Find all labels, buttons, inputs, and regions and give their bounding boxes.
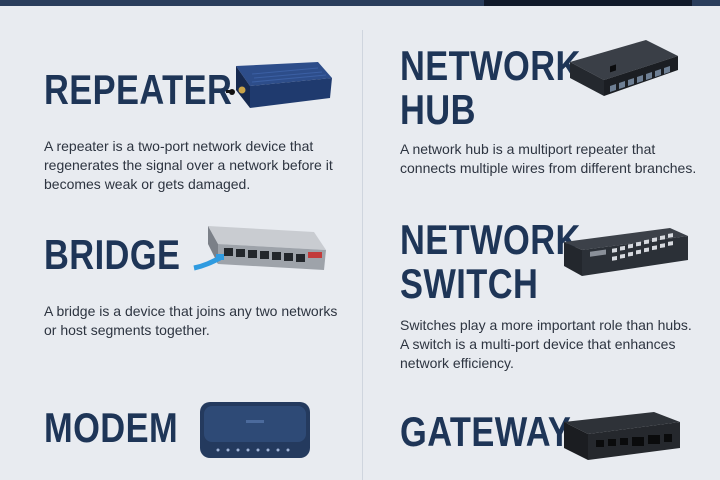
hub-title: NETWORK HUB [400, 44, 581, 132]
gateway-title: GATEWAY [400, 408, 572, 455]
switch-title-line1: NETWORK [400, 216, 581, 263]
repeater-device-icon [226, 62, 332, 108]
modem-title: MODEM [44, 404, 179, 451]
switch-description: Switches play a more important role than… [400, 317, 692, 371]
column-divider [362, 30, 363, 480]
switch-device-icon [564, 228, 688, 276]
repeater-title: REPEATER [44, 66, 233, 113]
switch-title: NETWORK SWITCH [400, 218, 581, 306]
bridge-description: A bridge is a device that joins any two … [44, 303, 338, 338]
top-banner-strip [0, 0, 720, 6]
repeater-description: A repeater is a two-port network device … [44, 138, 333, 192]
hub-title-line1: NETWORK [400, 42, 581, 89]
hub-title-line2: HUB [400, 86, 476, 133]
bridge-title: BRIDGE [44, 231, 181, 278]
switch-title-line2: SWITCH [400, 260, 539, 307]
hub-description: A network hub is a multiport repeater th… [400, 141, 697, 176]
gateway-device-icon [564, 412, 680, 460]
modem-device-icon [200, 402, 310, 458]
top-banner-box [484, 0, 692, 6]
bridge-device-icon [193, 226, 326, 271]
hub-device-icon [570, 40, 678, 96]
